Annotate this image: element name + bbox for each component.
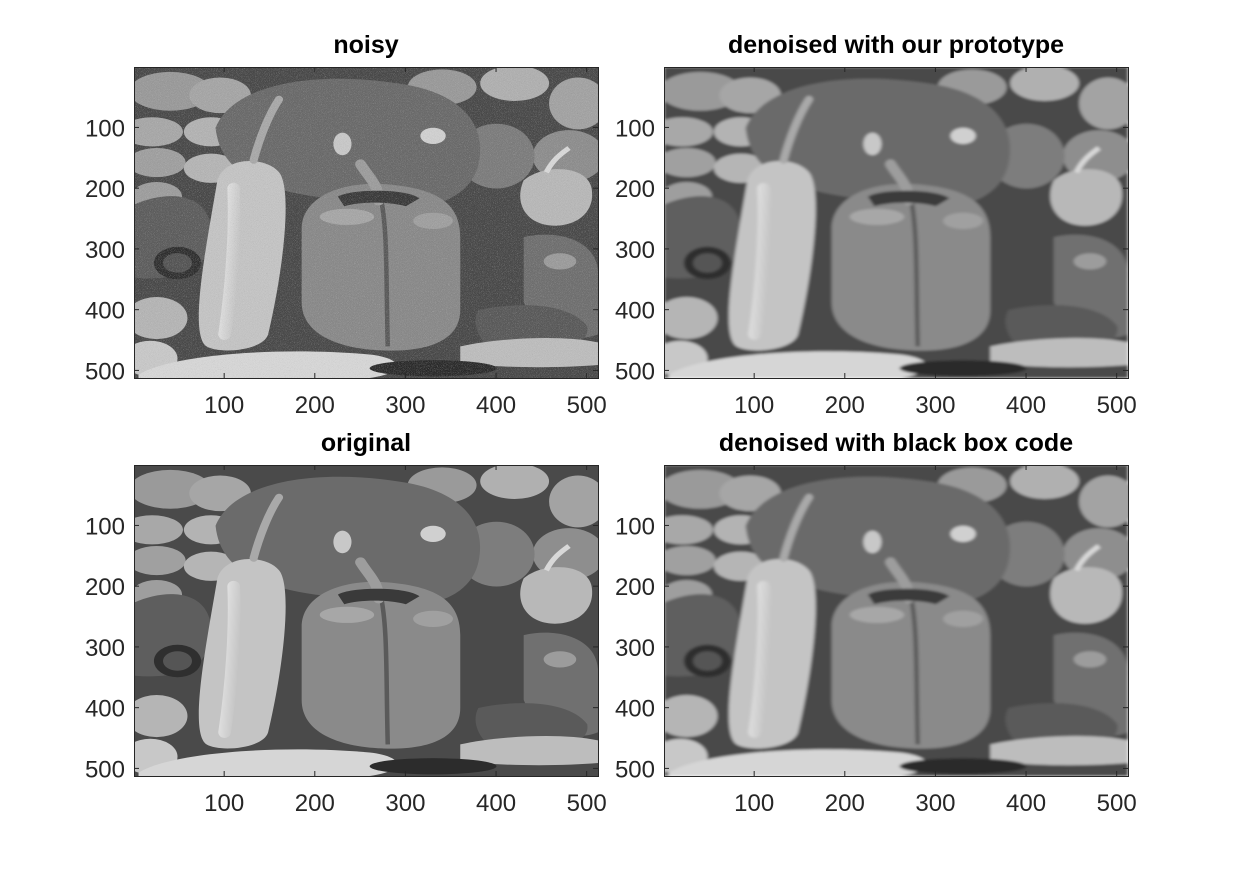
y-tick-label: 200: [85, 574, 125, 601]
y-tick-label: 100: [85, 513, 125, 540]
x-tick-label: 200: [825, 392, 865, 419]
axes-original: original 100 200 300 400 500 100 200 300 400 500: [85, 429, 607, 817]
y-tick-label: 100: [615, 513, 655, 540]
x-tick-label: 400: [1006, 790, 1046, 817]
y-tick-label: 500: [85, 756, 125, 783]
x-tick-label: 300: [915, 790, 955, 817]
y-tick-label: 400: [85, 696, 125, 723]
panel-noisy: [121, 65, 607, 378]
prototype-denoised-image: [651, 65, 1137, 378]
x-tick-label: 400: [476, 790, 516, 817]
panel-title: original: [321, 429, 411, 457]
x-tick-label: 300: [915, 392, 955, 419]
x-tick-label: 400: [1006, 392, 1046, 419]
y-tick-label: 500: [615, 756, 655, 783]
x-tick-label: 100: [204, 790, 244, 817]
panel-prototype: [651, 65, 1137, 378]
panel-title: denoised with our prototype: [728, 31, 1064, 59]
y-tick-label: 500: [85, 358, 125, 385]
x-tick-label: 400: [476, 392, 516, 419]
axes-prototype: denoised with our prototype 100 200 300 400 5…: [615, 31, 1137, 419]
axes-frame: [664, 465, 1129, 777]
x-tick-label: 300: [385, 392, 425, 419]
y-tick-label: 300: [615, 237, 655, 264]
blackbox-denoised-image: [651, 463, 1137, 776]
y-tick-label: 300: [85, 635, 125, 662]
x-tick-label: 300: [385, 790, 425, 817]
panel-title: denoised with black box code: [719, 429, 1073, 457]
y-tick-label: 100: [615, 115, 655, 142]
y-tick-label: 100: [85, 115, 125, 142]
x-tick-label: 100: [734, 392, 774, 419]
y-tick-label: 300: [615, 635, 655, 662]
axes-blackbox: denoised with black box code 100 200 300 400…: [615, 429, 1137, 817]
y-tick-label: 200: [615, 574, 655, 601]
x-tick-label: 500: [567, 790, 607, 817]
original-image: [121, 463, 607, 776]
x-tick-label: 500: [567, 392, 607, 419]
axes-noisy: noisy 100 200 300 400 500 100 200 300 400 500: [85, 31, 607, 419]
x-tick-label: 100: [734, 790, 774, 817]
y-tick-label: 400: [615, 298, 655, 325]
y-tick-label: 300: [85, 237, 125, 264]
axes-frame: [134, 465, 599, 777]
y-tick-label: 200: [615, 176, 655, 203]
x-tick-label: 200: [295, 392, 335, 419]
y-tick-label: 500: [615, 358, 655, 385]
x-tick-label: 100: [204, 392, 244, 419]
panel-original: [121, 463, 607, 776]
noisy-image: [121, 65, 607, 378]
y-tick-label: 200: [85, 176, 125, 203]
x-tick-label: 500: [1097, 392, 1137, 419]
x-tick-label: 500: [1097, 790, 1137, 817]
y-tick-label: 400: [85, 298, 125, 325]
x-tick-label: 200: [295, 790, 335, 817]
axes-frame: [134, 67, 599, 379]
x-tick-label: 200: [825, 790, 865, 817]
panel-title: noisy: [333, 31, 398, 59]
panel-blackbox: [651, 463, 1137, 776]
y-tick-label: 400: [615, 696, 655, 723]
axes-frame: [664, 67, 1129, 379]
